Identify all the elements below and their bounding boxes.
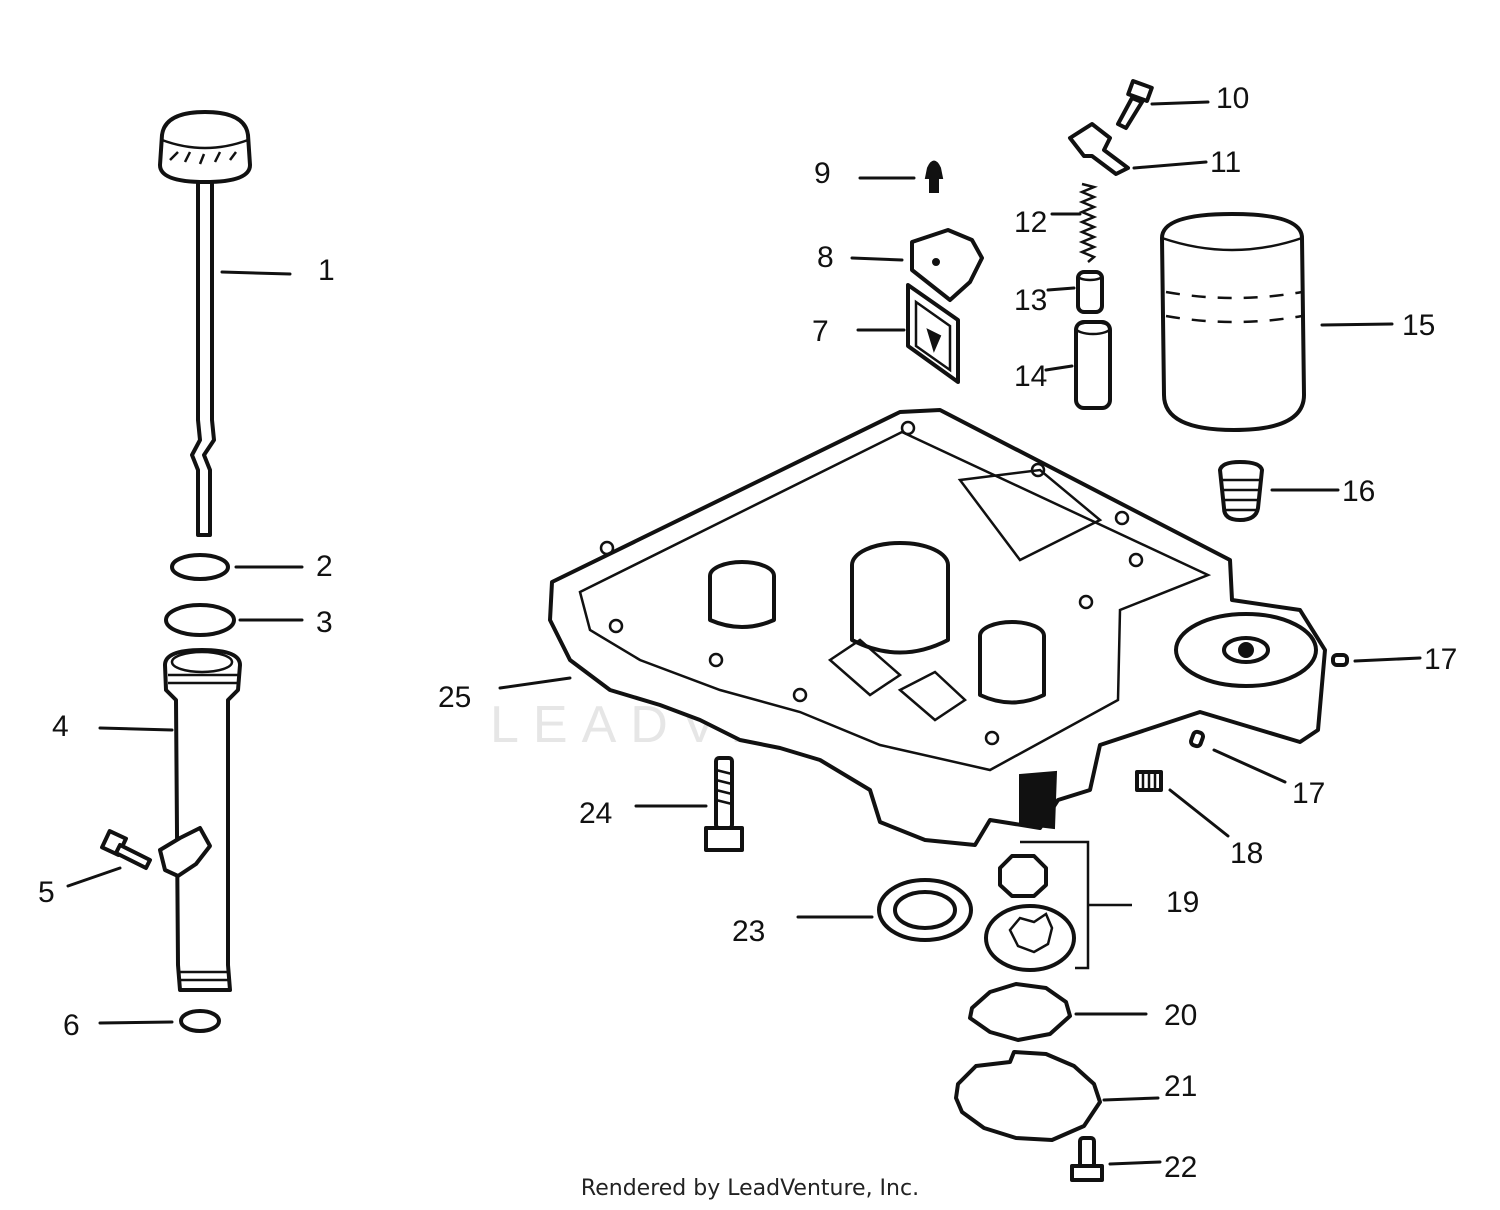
callout-8: 8 (817, 241, 834, 274)
callout-1: 1 (318, 254, 335, 287)
footer-credit: Rendered by LeadVenture, Inc. (580, 1176, 920, 1201)
callout-10: 10 (1216, 82, 1249, 115)
part-12-spring[interactable] (1078, 182, 1098, 263)
part-13-valve[interactable] (1076, 270, 1104, 314)
callout-5: 5 (38, 876, 55, 909)
callout-12: 12 (1014, 206, 1047, 239)
leader-lines (66, 100, 1422, 1166)
part-4-dipstick-tube[interactable] (158, 648, 242, 992)
callout-17a: 17 (1424, 643, 1457, 676)
callout-11: 11 (1210, 146, 1241, 179)
callout-7: 7 (812, 315, 829, 348)
callout-14: 14 (1014, 360, 1047, 393)
callout-labels: 1 2 3 4 5 6 7 8 9 10 11 12 13 14 15 16 1… (38, 82, 1457, 1184)
part-19-oil-pump-rotors[interactable] (984, 840, 1132, 972)
part-3-o-ring[interactable] (164, 603, 236, 637)
part-9-screw[interactable] (924, 160, 944, 193)
callout-23: 23 (732, 915, 765, 948)
part-11-bracket[interactable] (1068, 122, 1130, 176)
callout-4: 4 (52, 710, 69, 743)
callout-22: 22 (1164, 1151, 1197, 1184)
part-24-bolt[interactable] (704, 756, 744, 852)
callout-24: 24 (579, 797, 612, 830)
part-6-o-ring[interactable] (179, 1009, 221, 1033)
part-21-pump-cover[interactable] (954, 1050, 1102, 1142)
part-15-oil-filter[interactable] (1160, 212, 1306, 432)
callout-16: 16 (1342, 475, 1375, 508)
callout-2: 2 (316, 550, 333, 583)
callout-9: 9 (814, 157, 831, 190)
callout-6: 6 (63, 1009, 80, 1042)
part-7-decal[interactable] (906, 283, 960, 384)
part-25-oil-pan[interactable] (548, 408, 1327, 847)
part-14-sleeve[interactable] (1074, 320, 1112, 410)
part-8-cover[interactable] (910, 228, 984, 302)
part-18-fitting[interactable] (1135, 770, 1163, 792)
part-20-gasket[interactable] (968, 982, 1072, 1042)
part-16-plug[interactable] (1218, 460, 1264, 522)
callout-3: 3 (316, 606, 333, 639)
callout-25: 25 (438, 681, 471, 714)
callout-18: 18 (1230, 837, 1263, 870)
part-5-screw[interactable] (100, 829, 152, 870)
part-17-pin[interactable] (1331, 653, 1349, 667)
part-22-screw[interactable] (1070, 1136, 1104, 1182)
part-10-bolt[interactable] (1116, 79, 1154, 130)
callout-20: 20 (1164, 999, 1197, 1032)
part-2-o-ring[interactable] (170, 553, 230, 581)
callout-15: 15 (1402, 309, 1435, 342)
callout-19: 19 (1166, 886, 1199, 919)
part-17-pin[interactable] (1189, 729, 1205, 749)
callout-21: 21 (1164, 1070, 1197, 1103)
part-23-oil-seal[interactable] (877, 878, 973, 942)
callout-17b: 17 (1292, 777, 1325, 810)
callout-13: 13 (1014, 284, 1047, 317)
part-1-dipstick[interactable] (158, 110, 252, 537)
